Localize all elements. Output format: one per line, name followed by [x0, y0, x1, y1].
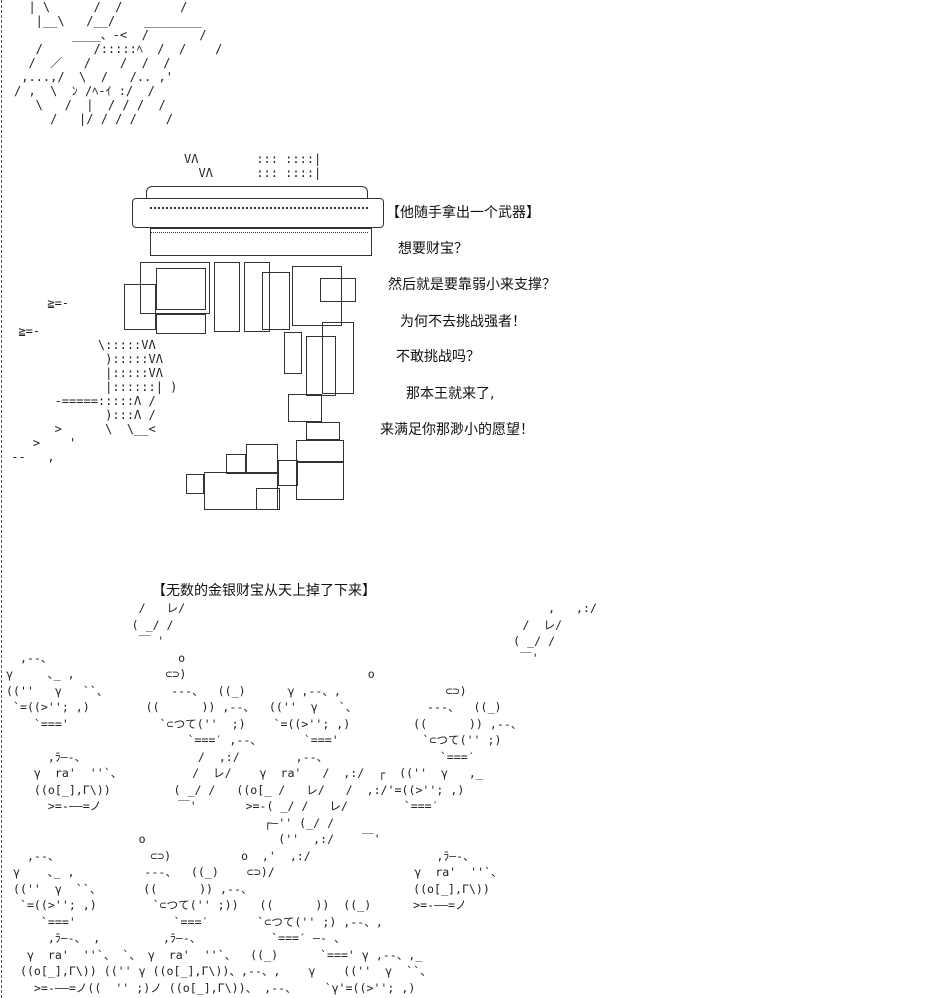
foot-block-2	[246, 444, 278, 474]
dialogue-line-2: 然后就是要靠弱小来支撑？	[388, 277, 556, 293]
left-border-divider	[1, 0, 3, 998]
ascii-art-body: ≧=- ≧=- \:::::VΛ ):::::VΛ |:::::VΛ |::::…	[11, 296, 178, 464]
dialogue-line-4: 不敢挑战吗？	[396, 349, 480, 365]
dialogue-line-1: 想要财宝？	[398, 241, 468, 257]
foot-block-7	[204, 472, 278, 510]
foot-block-8	[256, 488, 280, 510]
ascii-art-top: | \ / / / |__\ /__/ ________ ____、-< / /…	[14, 0, 223, 126]
armor-block-4	[214, 262, 240, 332]
weapon-barrel-dots-2	[150, 232, 368, 233]
dialogue-line-5: 那本王就来了,	[406, 386, 495, 402]
armor-block-2	[124, 284, 156, 330]
foot-block-4	[278, 460, 298, 486]
ascii-weapon-tip: VΛ ::: ::::| VΛ ::: ::::|	[184, 152, 322, 180]
foot-block-3	[226, 454, 246, 474]
armor-block-7	[292, 266, 342, 326]
armor-block-6	[262, 272, 290, 330]
dialogue-line-6: 来满足你那渺小的愿望！	[380, 422, 534, 438]
weapon-base	[150, 228, 372, 256]
armor-block-1	[140, 262, 210, 314]
weapon-barrel	[132, 198, 384, 228]
foot-block-1	[296, 440, 344, 462]
armor-block-5	[244, 262, 270, 332]
leg-block-3	[322, 322, 354, 394]
ascii-art-treasure-rain: / レ/ , ,:/ ( _/ / / レ/ ￣ '	[6, 601, 597, 995]
weapon-top-frame	[146, 186, 368, 198]
dialogue-line-3: 为何不去挑战强者！	[400, 314, 526, 330]
foot-block-6	[186, 474, 204, 494]
leg-block-1	[284, 332, 302, 374]
leg-block-5	[306, 422, 340, 440]
armor-block-8	[320, 278, 356, 302]
caption-treasure-rain: 【无数的金银财宝从天上掉了下来】	[152, 583, 376, 599]
weapon-barrel-dots	[150, 207, 368, 209]
caption-weapon: 【他随手拿出一个武器】	[386, 205, 540, 221]
armor-block-3	[156, 268, 206, 310]
leg-block-4	[288, 394, 322, 422]
foot-block-5	[296, 462, 344, 500]
armor-block-9	[156, 314, 206, 334]
